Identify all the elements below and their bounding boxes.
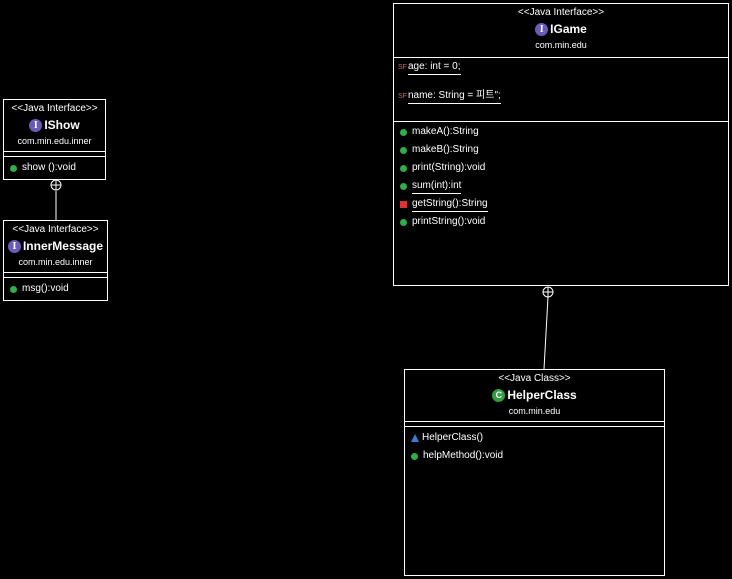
- igame-field-age-label: age: int = 0;: [407, 60, 461, 75]
- innermessage-method-row[interactable]: msg():void: [10, 282, 69, 296]
- igame-method-label: makeB():String: [412, 144, 479, 155]
- ishow-innermessage-nesting-connector: [50, 179, 62, 220]
- igame-method-label: print(String):void: [412, 162, 486, 173]
- igame-method-label: getString():String: [412, 197, 488, 212]
- innermessage-name: InnerMessage: [22, 239, 104, 253]
- helperclass-constructor-row[interactable]: HelperClass(): [411, 431, 483, 445]
- public-method-icon: [10, 164, 17, 172]
- interface-icon: I: [7, 240, 21, 254]
- ishow-package: com.min.edu.inner: [17, 136, 92, 146]
- ishow-stereotype: <<Java Interface>>: [11, 103, 98, 114]
- igame-package: com.min.edu: [535, 40, 587, 50]
- public-method-icon: [400, 146, 407, 154]
- igame-method-row[interactable]: sum(int):int: [400, 179, 462, 194]
- ishow-name: IShow: [44, 118, 80, 132]
- public-method-icon: [10, 285, 17, 293]
- igame-fields-separator: [394, 57, 728, 58]
- public-method-icon: [411, 452, 418, 460]
- igame-method-row[interactable]: makeB():String: [400, 143, 479, 157]
- igame-name: IGame: [550, 22, 587, 36]
- helperclass-stereotype: <<Java Class>>: [498, 373, 571, 384]
- igame-method-row[interactable]: getString():String: [400, 197, 488, 212]
- helperclass-methods-separator: [405, 426, 664, 427]
- static-final-field-icon: SF: [398, 92, 407, 100]
- helperclass-name: HelperClass: [507, 388, 577, 402]
- igame-helperclass-nesting-connector: [542, 286, 554, 370]
- innermessage-package: com.min.edu.inner: [18, 257, 93, 267]
- class-icon: C: [492, 389, 506, 403]
- static-final-field-icon: SF: [398, 63, 407, 71]
- igame-methods-separator: [394, 121, 728, 122]
- igame-method-row[interactable]: printString():void: [400, 215, 485, 229]
- helperclass-fields-separator: [405, 421, 664, 422]
- igame-method-label: sum(int):int: [412, 179, 462, 194]
- igame-stereotype: <<Java Interface>>: [517, 7, 605, 18]
- helperclass-method-label: helpMethod():void: [423, 450, 504, 461]
- helperclass-package: com.min.edu: [508, 406, 561, 416]
- public-method-icon: [400, 164, 407, 172]
- private-method-icon: [400, 201, 407, 208]
- static-method-icon: [400, 183, 407, 190]
- igame-field-name-label: name: String = 피트";: [407, 89, 501, 104]
- innermessage-method-label: msg():void: [22, 283, 69, 294]
- interface-icon: I: [535, 23, 549, 37]
- constructor-icon: [411, 434, 419, 442]
- innermessage-stereotype: <<Java Interface>>: [12, 224, 99, 235]
- ishow-method-row[interactable]: show ():void: [10, 161, 76, 175]
- ishow-methods-separator: [4, 156, 105, 157]
- ishow-method-label: show ():void: [22, 162, 76, 173]
- helperclass-method-row[interactable]: helpMethod():void: [411, 449, 503, 463]
- igame-method-label: makeA():String: [412, 126, 479, 137]
- innermessage-methods-separator: [4, 277, 107, 278]
- igame-method-row[interactable]: makeA():String: [400, 125, 479, 139]
- public-method-icon: [400, 218, 407, 226]
- igame-method-label: printString():void: [412, 216, 486, 227]
- helperclass-constructor-label: HelperClass(): [422, 432, 484, 443]
- interface-icon: I: [29, 119, 43, 133]
- igame-method-row[interactable]: print(String):void: [400, 161, 485, 175]
- ishow-fields-separator: [4, 151, 105, 152]
- public-method-icon: [400, 128, 407, 136]
- innermessage-fields-separator: [4, 272, 107, 273]
